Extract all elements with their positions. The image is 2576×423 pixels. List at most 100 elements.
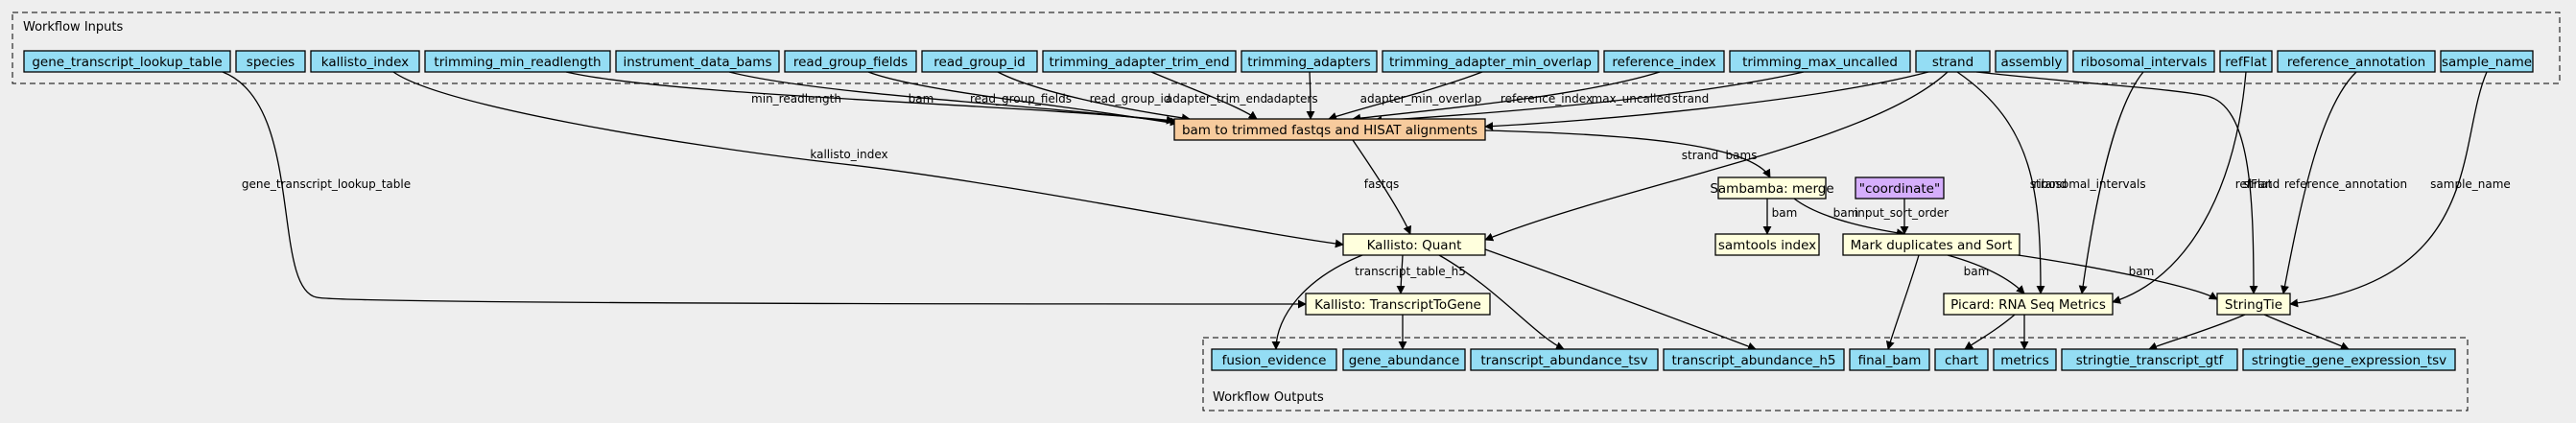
edge-in-strand-to-st-bam: strand: [1484, 71, 1929, 131]
node-trimming-adapters[interactable]: trimming_adapters: [1241, 50, 1378, 73]
node-label: Picard: RNA Seq Metrics: [1950, 297, 2106, 313]
edge-in-ribo-to-st-picard: ribosomal_intervals: [2033, 71, 2146, 294]
node-species[interactable]: species: [235, 50, 306, 73]
workflow-outputs-group: Workflow Outputs: [1202, 337, 2469, 411]
node-label: instrument_data_bams: [624, 55, 772, 70]
edge-label: bam: [909, 92, 934, 106]
node-label: stringtie_gene_expression_tsv: [2252, 353, 2446, 368]
node-ribosomal-intervals[interactable]: ribosomal_intervals: [2072, 50, 2215, 73]
node-label: final_bam: [1858, 353, 1922, 368]
edge-in-rgfields-to-st-bam: read_group_fields: [867, 71, 1183, 129]
node-gene-abundance[interactable]: gene_abundance: [1342, 348, 1466, 371]
node-chart[interactable]: chart: [1934, 348, 1989, 371]
node-label: ribosomal_intervals: [2081, 55, 2208, 70]
node-label: "coordinate": [1859, 181, 1940, 197]
edge-label: min_readlength: [751, 92, 841, 106]
node-coordinate[interactable]: "coordinate": [1855, 176, 1945, 200]
node-trimming-adapter-trim-end[interactable]: trimming_adapter_trim_end: [1042, 50, 1237, 73]
node-label: metrics: [2000, 353, 2049, 368]
node-kallisto-transcripttogene[interactable]: Kallisto: TranscriptToGene: [1305, 293, 1491, 316]
node-assembly[interactable]: assembly: [1995, 50, 2068, 73]
node-fusion-evidence[interactable]: fusion_evidence: [1211, 348, 1337, 371]
node-label: trimming_adapter_trim_end: [1049, 55, 1229, 70]
node-label: gene_transcript_lookup_table: [32, 55, 222, 70]
node-reference-annotation[interactable]: reference_annotation: [2277, 50, 2436, 73]
node-picard-rna-seq-metrics[interactable]: Picard: RNA Seq Metrics: [1943, 293, 2114, 316]
edge-label: strand: [1682, 149, 1718, 162]
node-trimming-max-uncalled[interactable]: trimming_max_uncalled: [1729, 50, 1911, 73]
node-reference-index[interactable]: reference_index: [1603, 50, 1725, 73]
node-label: sample_name: [2442, 55, 2532, 70]
edge-st-bam-to-st-kquant: fastqs: [1352, 139, 1412, 235]
edge-in-trim-adapters-to-st-bam: adapters: [1266, 71, 1318, 120]
node-transcript-abundance-h5[interactable]: transcript_abundance_h5: [1663, 348, 1845, 371]
edge-in-sample-to-st-stringtie: sample_name: [2289, 71, 2511, 308]
node-instrument-data-bams[interactable]: instrument_data_bams: [615, 50, 780, 73]
workflow-inputs-group: Workflow Inputs: [12, 12, 2561, 84]
node-strand[interactable]: strand: [1915, 50, 1991, 73]
node-sambamba-merge[interactable]: Sambamba: merge: [1710, 176, 1834, 200]
node-stringtie-gene-expression-tsv[interactable]: stringtie_gene_expression_tsv: [2242, 348, 2456, 371]
node-gene-transcript-lookup-table[interactable]: gene_transcript_lookup_table: [23, 50, 231, 73]
edge-label: adapter_trim_end: [1166, 92, 1267, 106]
node-label: refFlat: [2225, 55, 2266, 70]
node-label: trimming_adapters: [1247, 55, 1370, 70]
edge-st-picard-to-out-chart: [1964, 314, 2016, 350]
edge-in-trim-overlap-to-st-bam: adapter_min_overlap: [1328, 71, 1483, 121]
edge-label: input_sort_order: [1855, 206, 1949, 220]
node-label: fusion_evidence: [1222, 353, 1327, 368]
edge-label: transcript_table_h5: [1355, 265, 1466, 278]
edge-in-strand-to-st-kquant: strand: [1484, 71, 1949, 242]
edge-label: max_uncalled: [1592, 92, 1671, 106]
node-samtools-index[interactable]: samtools index: [1714, 233, 1820, 256]
edge-st-markdup-to-st-picard: bam: [1947, 254, 2025, 294]
node-mark-duplicates-and-sort[interactable]: Mark duplicates and Sort: [1842, 233, 2021, 256]
edge-lit-coord-to-st-markdup: input_sort_order: [1855, 199, 1949, 235]
edge-st-merge-to-st-markdup: bam: [1793, 198, 1905, 238]
edge-in-trim-minlen-to-st-bam: min_readlength: [565, 71, 1175, 125]
edge-label: sample_name: [2430, 177, 2511, 191]
edge-st-kquant-to-out-tab-h5: [1484, 248, 1757, 351]
node-label: StringTie: [2225, 297, 2282, 313]
edge-in-strand-to-st-stringtie: strand: [1975, 71, 2280, 294]
node-kallisto-index[interactable]: kallisto_index: [310, 50, 420, 73]
edge-in-refindex-to-st-bam: reference_index: [1352, 71, 1661, 123]
edge-in-trim-uncalled-to-st-bam: max_uncalled: [1373, 71, 1805, 125]
edge-in-idbams-to-st-bam: bam: [728, 71, 1179, 127]
edge-label: kallisto_index: [810, 148, 887, 161]
edge-label: refFlat: [2235, 177, 2273, 191]
node-label: trimming_max_uncalled: [1742, 55, 1898, 70]
node-bam-to-trimmed-fastqs-and-hisat-alignments[interactable]: bam to trimmed fastqs and HISAT alignmen…: [1173, 118, 1486, 141]
edge-st-stringtie-to-out-st-gtf: [2148, 314, 2246, 351]
node-refflat[interactable]: refFlat: [2219, 50, 2273, 73]
node-stringtie[interactable]: StringTie: [2216, 293, 2291, 316]
node-label: species: [247, 55, 295, 70]
node-stringtie-transcript-gtf[interactable]: stringtie_transcript_gtf: [2061, 348, 2238, 371]
node-read-group-fields[interactable]: read_group_fields: [784, 50, 917, 73]
node-label: reference_index: [1612, 55, 1715, 70]
edge-label: strand: [2030, 177, 2067, 191]
node-label: samtools index: [1718, 238, 1816, 253]
edge-label: bam: [1772, 206, 1798, 220]
edge-st-bam-to-st-merge: bams: [1484, 129, 1771, 178]
node-label: read_group_fields: [793, 55, 908, 70]
edge-label: reference_index: [1501, 92, 1593, 106]
node-label: Mark duplicates and Sort: [1851, 238, 2013, 253]
node-kallisto-quant[interactable]: Kallisto: Quant: [1342, 233, 1486, 256]
node-metrics[interactable]: metrics: [1993, 348, 2057, 371]
node-trimming-adapter-min-overlap[interactable]: trimming_adapter_min_overlap: [1382, 50, 1599, 73]
edge-label: fastqs: [1364, 177, 1399, 191]
edge-label: strand: [2243, 177, 2280, 191]
node-final-bam[interactable]: final_bam: [1849, 348, 1930, 371]
edge-label: bam: [1833, 206, 1859, 220]
node-transcript-abundance-tsv[interactable]: transcript_abundance_tsv: [1470, 348, 1659, 371]
edge-st-kquant-to-out-fusion: [1271, 254, 1363, 350]
node-read-group-id[interactable]: read_group_id: [921, 50, 1038, 73]
node-label: Kallisto: TranscriptToGene: [1314, 297, 1481, 313]
node-trimming-min-readlength[interactable]: trimming_min_readlength: [424, 50, 611, 73]
edge-st-kquant-to-out-tab-tsv: [1438, 254, 1565, 350]
edge-in-rgid-to-st-bam: read_group_id: [997, 71, 1191, 123]
node-sample-name[interactable]: sample_name: [2440, 50, 2534, 73]
node-label: Sambamba: merge: [1710, 181, 1833, 197]
